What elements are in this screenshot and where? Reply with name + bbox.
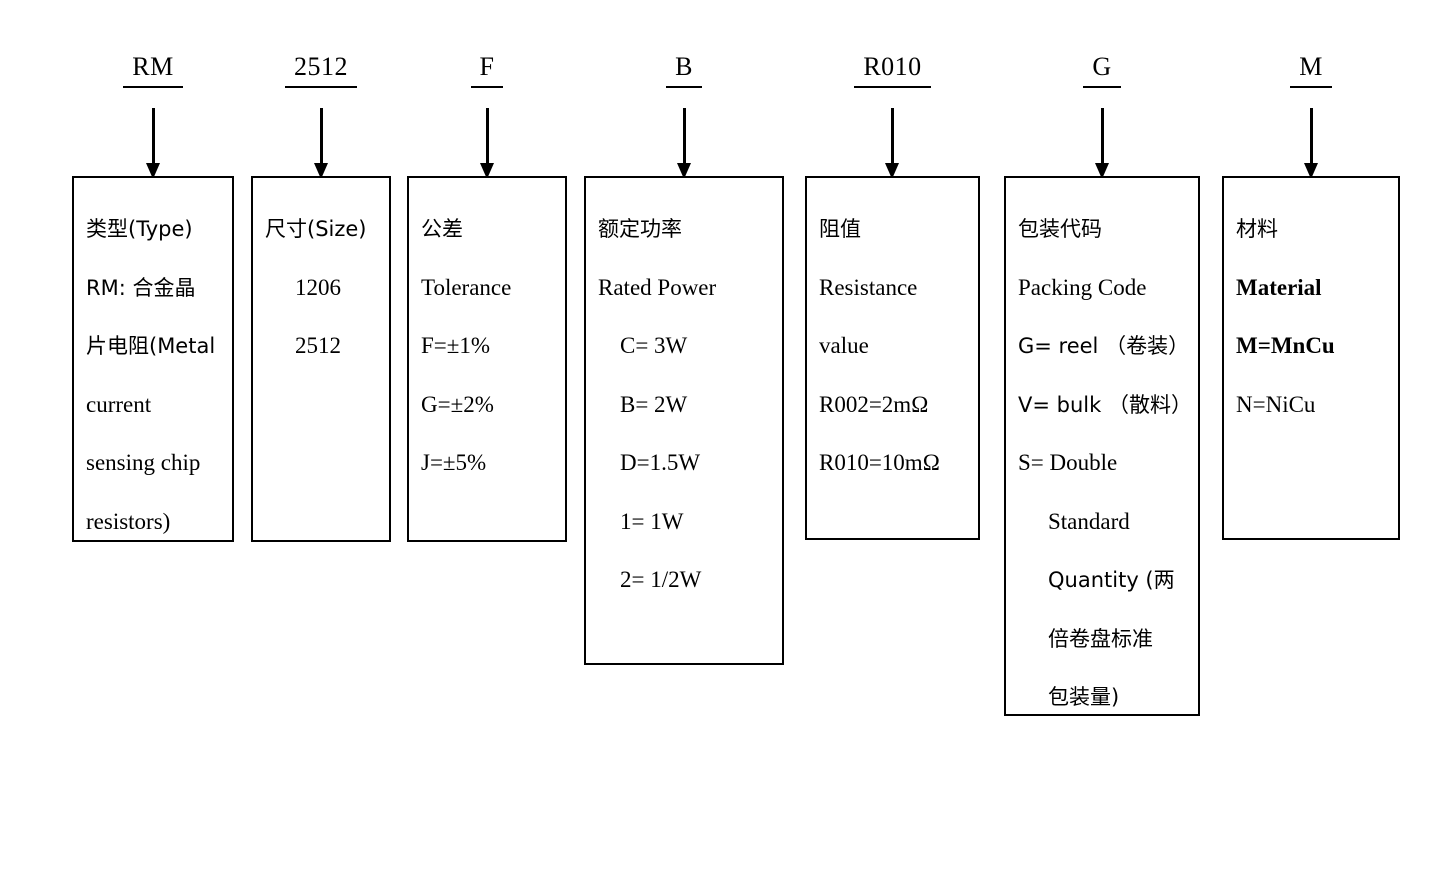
field-line: Tolerance — [421, 274, 512, 300]
field-line: 公差 — [421, 217, 463, 241]
code-header-type: RM — [63, 52, 243, 88]
field-line: R010=10mΩ — [819, 450, 940, 475]
field-box-packing-code: 包装代码 Packing Code G= reel （卷装） V= bulk （散料）… — [1004, 176, 1200, 716]
field-box-content: 包装代码 Packing Code G= reel （卷装） V= bulk （散料）… — [1006, 178, 1198, 727]
arrow-stem — [1100, 108, 1104, 166]
arrow-stem — [485, 108, 489, 166]
code-label-packing-code: G — [1083, 52, 1121, 88]
field-line: 材料 — [1236, 217, 1278, 241]
code-label-resistance-value: R010 — [854, 52, 931, 88]
field-line: B= 2W — [620, 391, 688, 417]
field-line: Material — [1236, 274, 1322, 300]
field-box-type: 类型(Type) RM: 合金晶片电阻(Metal current sensing c… — [72, 176, 234, 542]
arrow-stem — [891, 108, 894, 166]
arrow-head — [313, 163, 328, 179]
field-line: N=NiCu — [1236, 391, 1316, 417]
code-header-tolerance: F — [397, 52, 577, 88]
field-line: current — [86, 391, 152, 417]
field-box-content: 类型(Type) RM: 合金晶片电阻(Metal current sensing c… — [74, 178, 232, 551]
code-label-type: RM — [123, 52, 183, 88]
field-line: resistors) — [86, 508, 171, 534]
field-line: G= reel （卷装） — [1018, 334, 1190, 358]
field-line: 1= 1W — [620, 508, 684, 534]
field-line: 额定功率 — [598, 217, 682, 241]
arrow-head — [885, 163, 899, 179]
field-line: J=±5% — [421, 450, 487, 475]
arrow-stem — [151, 108, 155, 166]
field-box-size: 尺寸(Size) 1206 2512 — [251, 176, 391, 542]
code-label-material: M — [1290, 52, 1332, 88]
field-line: G=±2% — [421, 391, 494, 417]
arrow-stem — [319, 108, 323, 166]
arrow-head — [1303, 163, 1318, 179]
code-header-resistance-value: R010 — [803, 52, 983, 88]
field-line: Packing Code — [1018, 274, 1147, 300]
arrow-head — [676, 163, 691, 179]
field-line: 包装代码 — [1018, 217, 1102, 241]
arrow-stem — [1309, 108, 1313, 166]
field-box-content: 尺寸(Size) 1206 2512 — [253, 178, 389, 376]
field-line: 尺寸(Size) — [265, 217, 367, 241]
code-label-rated-power: B — [666, 52, 702, 88]
code-header-packing-code: G — [1012, 52, 1192, 88]
field-line: Rated Power — [598, 274, 717, 300]
field-line: Resistance — [819, 274, 918, 300]
field-line: Quantity (两 — [1048, 568, 1175, 592]
code-label-tolerance: F — [470, 52, 504, 88]
field-line: F=±1% — [421, 333, 491, 358]
field-box-content: 额定功率 Rated Power C= 3W B= 2W D=1.5W 1= 1W 2= 1… — [586, 178, 782, 610]
field-line: M=MnCu — [1236, 333, 1335, 358]
field-line: sensing chip — [86, 450, 201, 475]
field-line: 1206 — [295, 274, 341, 300]
field-line: value — [819, 333, 869, 358]
arrow-stem — [682, 108, 686, 166]
field-line: C= 3W — [620, 333, 688, 358]
arrow-head — [1094, 163, 1109, 179]
arrow-head — [145, 163, 160, 179]
field-line: 类型(Type) — [86, 217, 193, 241]
code-label-size: 2512 — [285, 52, 357, 88]
field-line: 2512 — [295, 333, 341, 358]
field-line: R002=2mΩ — [819, 391, 929, 417]
field-line: 倍卷盘标准 — [1048, 626, 1153, 651]
field-line: V= bulk （散料） — [1018, 392, 1192, 417]
field-box-rated-power: 额定功率 Rated Power C= 3W B= 2W D=1.5W 1= 1W 2= 1… — [584, 176, 784, 665]
arrow-head — [479, 163, 494, 179]
field-line: 2= 1/2W — [620, 567, 702, 592]
field-line: D=1.5W — [620, 450, 701, 475]
field-line: 阻值 — [819, 217, 861, 241]
field-line: Standard — [1048, 508, 1130, 534]
field-line: 包装量) — [1048, 685, 1120, 709]
code-header-rated-power: B — [594, 52, 774, 88]
code-header-size: 2512 — [231, 52, 411, 88]
field-line: RM: 合金晶 — [86, 275, 196, 300]
field-line: 片电阻(Metal — [86, 334, 216, 358]
code-header-material: M — [1221, 52, 1401, 88]
field-line: S= Double — [1018, 450, 1118, 475]
